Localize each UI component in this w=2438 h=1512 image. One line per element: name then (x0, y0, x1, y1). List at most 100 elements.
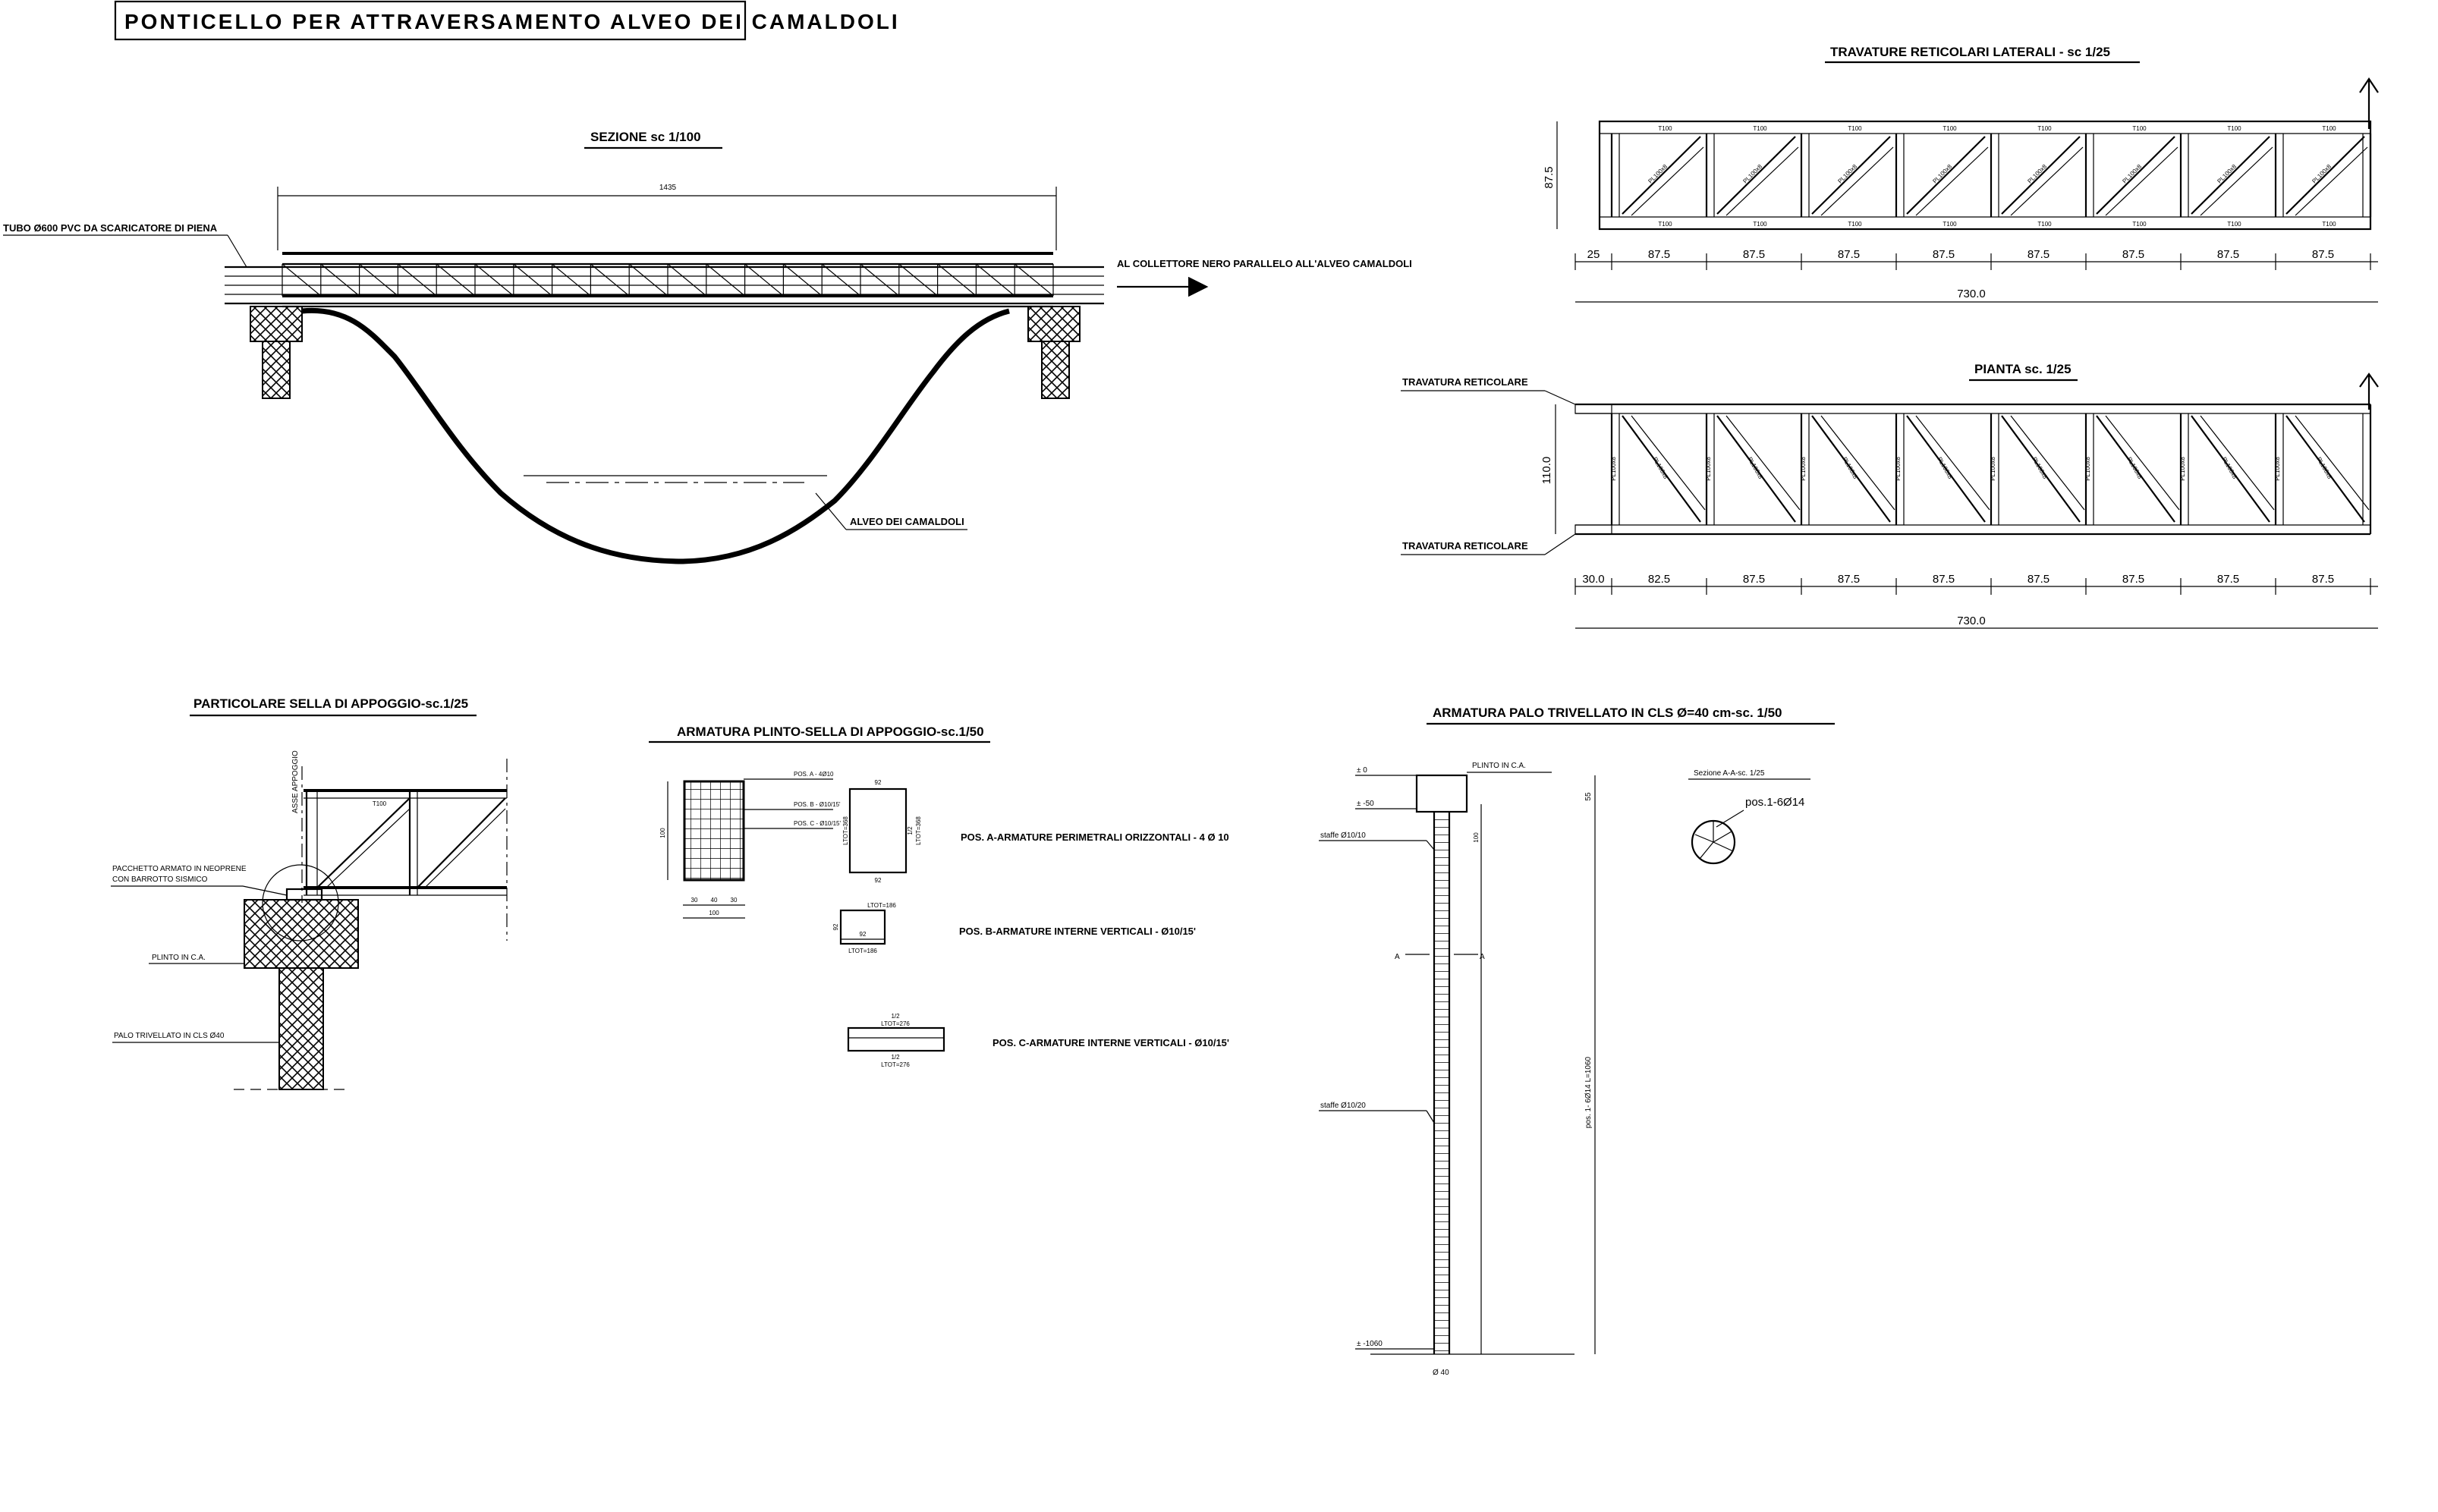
lateral-bottom-label: T100 (2322, 221, 2336, 228)
plan-diagonal-label: PL100x8 (1841, 456, 1859, 480)
plan-diagonal-inner (2200, 415, 2275, 511)
plinth-width-dim-3: 30 (731, 897, 738, 904)
plan-heading: PIANTA sc. 1/25 (1974, 362, 2072, 376)
plan-diagonal (1716, 415, 1796, 523)
lateral-diagonal-label: PL100x8 (1647, 162, 1669, 184)
shape-a-left: LTOT=368 (842, 816, 849, 845)
truss-diagonal (590, 263, 630, 297)
neoprene-pad (285, 888, 323, 901)
shape-a-right-2: LTOT=368 (915, 816, 922, 845)
shape-c-bottom-2: LTOT=276 (881, 1061, 910, 1068)
plinth-rebar-view: ARMATURA PLINTO-SELLA DI APPOGGIO-sc.1/5… (649, 725, 1229, 1068)
lateral-truss-heading: TRAVATURE RETICOLARI LATERALI - sc 1/25 (1830, 45, 2110, 59)
pile-rebar-view: ARMATURA PALO TRIVELLATO IN CLS Ø=40 cm-… (1319, 706, 1835, 1377)
plan-post-label: PL100x8 (1895, 457, 1902, 481)
lateral-diagonal-label: PL100x8 (2026, 162, 2048, 184)
lateral-bottom-label: T100 (1848, 221, 1862, 228)
lateral-dim-label: 87.5 (1743, 248, 1765, 261)
plan-diagonal-label: PL100x8 (1936, 456, 1954, 480)
lateral-truss-diagonal (1716, 136, 1796, 215)
drawing-title: PONTICELLO PER ATTRAVERSAMENTO ALVEO DEI… (124, 10, 900, 33)
plan-post-label: PL100x8 (2084, 457, 2091, 481)
truss-diagonal (282, 263, 322, 297)
lateral-top-label: T100 (2322, 125, 2336, 132)
plan-bracket-bottom (1574, 524, 1612, 535)
lateral-dim-label: 87.5 (1648, 248, 1670, 261)
lateral-truss-diagonal-inner (2200, 146, 2273, 216)
plan-dim-label: 87.5 (2312, 573, 2334, 586)
truss-diagonal (860, 263, 900, 297)
plan-dim-label: 87.5 (2027, 573, 2049, 586)
right-abutment (1027, 306, 1081, 399)
plan-diagonal (1811, 415, 1891, 523)
section-aa-heading: Sezione A-A-sc. 1/25 (1694, 769, 1765, 778)
pile-section (278, 967, 324, 1090)
plan-diagonal-inner (1631, 415, 1706, 511)
title-block: PONTICELLO PER ATTRAVERSAMENTO ALVEO DEI… (114, 0, 900, 41)
lateral-truss-diagonal (2191, 136, 2270, 215)
plan-diagonal-inner (1915, 415, 1990, 511)
truss-diagonal (628, 263, 668, 297)
lateral-truss-diagonal-inner (2295, 146, 2368, 216)
lateral-truss-diagonal (2096, 136, 2175, 215)
truss-diagonal (744, 263, 784, 297)
truss-diagonal (1014, 263, 1054, 297)
shape-a-bottom: 92 (875, 877, 882, 884)
lateral-bottom-label: T100 (2227, 221, 2241, 228)
riverbed-note: ALVEO DEI CAMALDOLI (850, 516, 964, 527)
support-detail-view: PARTICOLARE SELLA DI APPOGGIO-sc.1/25 T1… (111, 696, 508, 1090)
section-aa-circle (1691, 819, 1736, 865)
stirrups-top-label: staffe Ø10/10 (1320, 831, 1366, 840)
truss-diagonal (513, 263, 552, 297)
plan-diagonal-inner (2295, 415, 2370, 511)
level-0: ± 0 (1357, 766, 1367, 775)
plan-diagonal-inner (1820, 415, 1895, 511)
neoprene-label-1: PACCHETTO ARMATO IN NEOPRENE (112, 865, 247, 873)
pile-plinth-label: PLINTO IN C.A. (1472, 762, 1526, 770)
plinth-width-dim-1: 30 (691, 897, 698, 904)
plinth-height-dim: 100 (659, 828, 666, 838)
lateral-top-label: T100 (2227, 125, 2241, 132)
lateral-bottom-label: T100 (2132, 221, 2147, 228)
plan-diagonal-label: PL100x8 (1651, 456, 1669, 480)
plan-diagonal (2191, 415, 2270, 523)
shape-b-bottom: LTOT=186 (848, 948, 877, 954)
plan-width-dim: 110.0 (1540, 457, 1553, 484)
lateral-top-label: T100 (2037, 125, 2052, 132)
section-aa-bars: pos.1-6Ø14 (1745, 796, 1804, 809)
plan-diagonal-label: PL100x8 (2220, 456, 2238, 480)
bridge-section-view: SEZIONE sc 1/100 1435 (3, 130, 1412, 564)
long-bars-label: pos. 1- 6Ø14 L=1060 (1584, 1056, 1593, 1128)
plan-diagonal-label: PL100x8 (1746, 456, 1764, 480)
lateral-dim-label: 25 (1587, 248, 1600, 261)
plan-dim-label: 87.5 (1838, 573, 1860, 586)
support-heading: PARTICOLARE SELLA DI APPOGGIO-sc.1/25 (193, 696, 468, 711)
lateral-truss-diagonal-inner (1915, 146, 1989, 216)
title-frame (114, 0, 747, 41)
plan-diagonal-label: PL100x8 (2125, 456, 2144, 480)
lateral-dim-label: 87.5 (2312, 248, 2334, 261)
lateral-top-label: T100 (1943, 125, 1957, 132)
plinth-rebar-heading: ARMATURA PLINTO-SELLA DI APPOGGIO-sc.1/5… (677, 725, 984, 739)
lateral-diagonal-label: PL100x8 (2216, 162, 2238, 184)
plan-bracket-top (1574, 404, 1612, 414)
shape-c-top: 1/2 (891, 1013, 900, 1020)
plinth-width-dim-2: 40 (711, 897, 718, 904)
lateral-diagonal-label: PL100x8 (1931, 162, 1953, 184)
support-axis-label: ASSE APPOGGIO (291, 750, 300, 813)
lateral-bottom-label: T100 (1658, 221, 1672, 228)
plan-dim-label: 87.5 (1743, 573, 1765, 586)
stirrups-bottom-label: staffe Ø10/20 (1320, 1102, 1366, 1110)
bridge-truss-elevation (282, 252, 1054, 308)
lateral-truss-diagonal (2001, 136, 2081, 215)
pipe-band (225, 266, 1104, 305)
plan-post-label: PL100x8 (1705, 457, 1712, 481)
lateral-top-label: T100 (2132, 125, 2147, 132)
lateral-diagonal-label: PL100x8 (2121, 162, 2143, 184)
pos-c-tag: POS. C - Ø10/15' (794, 820, 841, 827)
collector-note: AL COLLETTORE NERO PARALLELO ALL'ALVEO C… (1117, 258, 1412, 269)
plan-dim-label: 82.5 (1648, 573, 1670, 586)
plan-diagonal-inner (2010, 415, 2085, 511)
plan-post-label: PL100x8 (2274, 457, 2281, 481)
plinth-rebar-grid (683, 780, 745, 882)
